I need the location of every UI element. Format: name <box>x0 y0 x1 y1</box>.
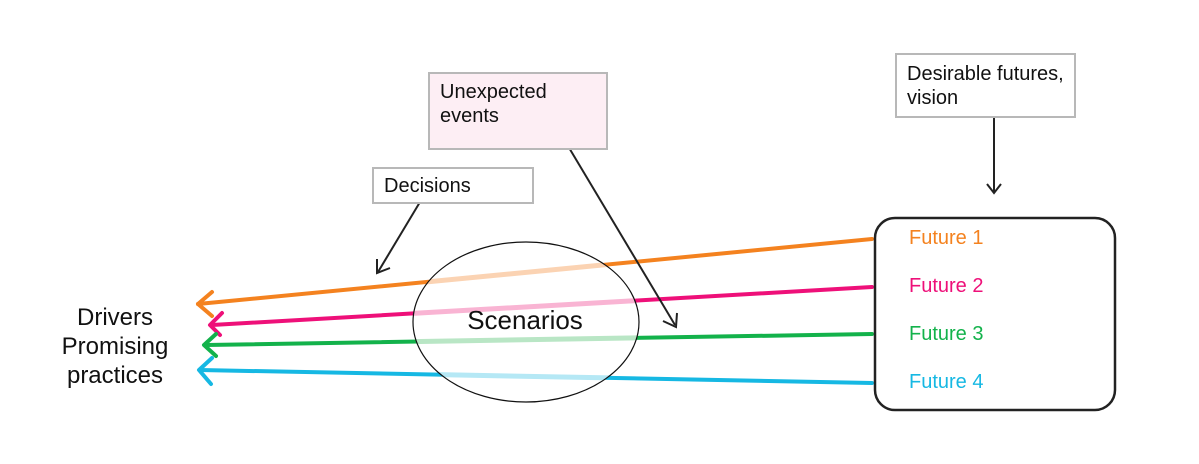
desirable-futures-arrow <box>986 118 1002 195</box>
drivers-label: Drivers Promising practices <box>40 303 190 390</box>
drivers-line-3: practices <box>66 362 164 389</box>
drivers-line-2: Promising <box>61 333 169 360</box>
decisions-box: Decisions <box>372 167 534 204</box>
future-2-arrowhead-icon <box>208 311 224 337</box>
unexpected-events-label: Unexpected events <box>440 81 547 127</box>
futures-container <box>873 216 1117 412</box>
unexpected-events-box: Unexpected events <box>428 72 608 150</box>
future-4-line-faded <box>413 367 639 386</box>
unexpected-events-arrow <box>564 140 678 329</box>
future-3-arrowhead-icon <box>202 332 218 358</box>
drivers-line-1: Drivers <box>77 304 153 331</box>
future-label-2: Future 2 <box>909 275 984 297</box>
future-4-arrowhead-icon <box>197 356 214 386</box>
future-2-line-faded <box>413 284 639 328</box>
future-3-line-faded <box>413 331 639 348</box>
desirable-futures-label: Desirable futures, vision <box>907 63 1064 109</box>
future-label-4: Future 4 <box>909 371 984 393</box>
future-label-3: Future 3 <box>909 323 984 345</box>
scenarios-label: Scenarios <box>467 305 583 335</box>
decisions-label: Decisions <box>384 175 471 197</box>
future-label-1: Future 1 <box>909 227 984 249</box>
future-1-arrowhead-icon <box>196 290 214 318</box>
future-1-line-faded <box>413 242 639 307</box>
scenarios-ellipse <box>412 241 640 403</box>
decisions-arrow <box>376 201 421 275</box>
desirable-futures-box: Desirable futures, vision <box>895 53 1076 118</box>
